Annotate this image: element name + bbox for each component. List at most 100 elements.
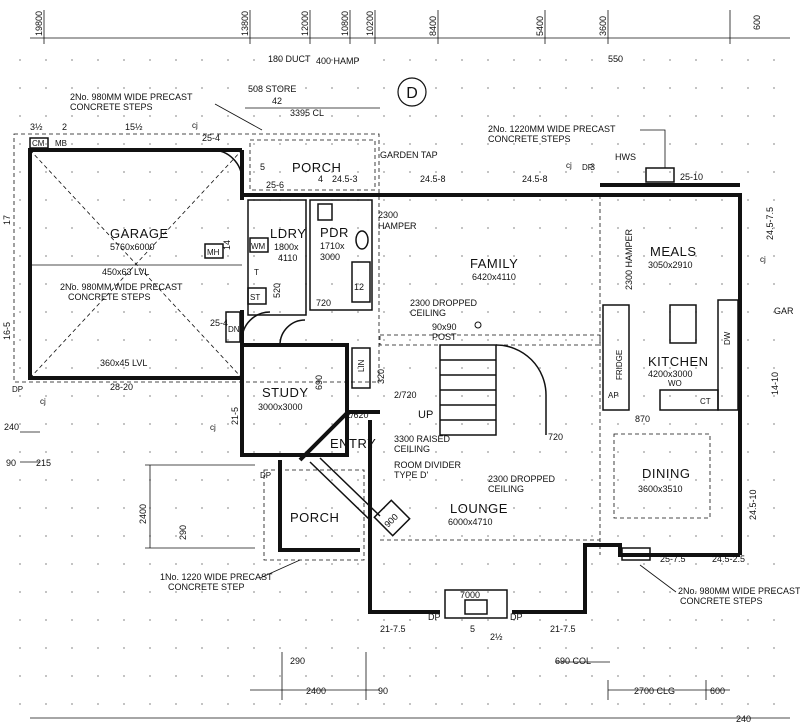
grid-dot bbox=[669, 59, 671, 61]
stairs: UP 720 2/720 bbox=[394, 344, 563, 442]
note-2575b: 25-7.5 bbox=[660, 554, 686, 564]
note-2820: 28-20 bbox=[110, 382, 133, 392]
lounge-name: LOUNGE bbox=[450, 501, 508, 516]
grid-dot bbox=[565, 563, 567, 565]
grid-dot bbox=[383, 199, 385, 201]
grid-dot bbox=[201, 395, 203, 397]
grid-dot bbox=[123, 115, 125, 117]
grid-dot bbox=[461, 199, 463, 201]
grid-dot bbox=[669, 479, 671, 481]
grid-dot bbox=[539, 199, 541, 201]
note-90b: 90 bbox=[378, 686, 388, 696]
porch-bottom-name: PORCH bbox=[290, 510, 339, 525]
grid-dot bbox=[487, 395, 489, 397]
grid-dot bbox=[253, 227, 255, 229]
grid-dot bbox=[123, 339, 125, 341]
dw-label: DW bbox=[723, 331, 732, 345]
grid-dot bbox=[149, 703, 151, 705]
gar-label: GAR bbox=[774, 306, 794, 316]
grid-dot bbox=[305, 591, 307, 593]
grid-dot bbox=[253, 619, 255, 621]
grid-dot bbox=[695, 563, 697, 565]
grid-dot bbox=[617, 339, 619, 341]
note-690col: 690 COL bbox=[555, 656, 591, 666]
grid-dot bbox=[747, 339, 749, 341]
grid-dot bbox=[97, 59, 99, 61]
grid-dot bbox=[45, 479, 47, 481]
note-1410: 14-10 bbox=[770, 372, 780, 395]
note-25: 2½ bbox=[490, 632, 503, 642]
grid-dot bbox=[747, 619, 749, 621]
grid-dot bbox=[19, 647, 21, 649]
dp-label-4: DP bbox=[260, 471, 271, 480]
note-2175b: 21-7.5 bbox=[550, 624, 576, 634]
grid-dot bbox=[383, 171, 385, 173]
grid-dot bbox=[513, 451, 515, 453]
grid-dot bbox=[19, 115, 21, 117]
grid-dot bbox=[201, 479, 203, 481]
grid-dot bbox=[175, 115, 177, 117]
grid-dot bbox=[19, 339, 21, 341]
grid-dot bbox=[45, 563, 47, 565]
grid-dot bbox=[747, 255, 749, 257]
grid-dot bbox=[383, 143, 385, 145]
grid-dot bbox=[149, 311, 151, 313]
duct-note: 180 DUCT bbox=[268, 54, 311, 64]
grid-dot bbox=[461, 507, 463, 509]
grid-dot bbox=[71, 283, 73, 285]
grid-dot bbox=[747, 59, 749, 61]
grid-dot bbox=[253, 479, 255, 481]
grid-dot bbox=[357, 311, 359, 313]
grid-dot bbox=[513, 255, 515, 257]
grid-dot bbox=[149, 115, 151, 117]
grid-dot bbox=[97, 283, 99, 285]
grid-dot bbox=[617, 703, 619, 705]
grid-dot bbox=[253, 115, 255, 117]
grid-dot bbox=[721, 675, 723, 677]
grid-dot bbox=[19, 423, 21, 425]
grid-dot bbox=[149, 143, 151, 145]
grid-dot bbox=[175, 255, 177, 257]
grid-dot bbox=[227, 87, 229, 89]
grid-dot bbox=[435, 283, 437, 285]
grid-dot bbox=[773, 479, 775, 481]
grid-dot bbox=[97, 311, 99, 313]
grid-dot bbox=[305, 423, 307, 425]
grid-dot bbox=[201, 115, 203, 117]
note-42: 42 bbox=[272, 96, 282, 106]
grid-dot bbox=[617, 143, 619, 145]
grid-dot bbox=[487, 619, 489, 621]
grid-dot bbox=[513, 423, 515, 425]
grid-dot bbox=[643, 339, 645, 341]
grid-dot bbox=[253, 675, 255, 677]
dp-label-3: DP bbox=[12, 385, 23, 394]
grid-dot bbox=[643, 367, 645, 369]
grid-dot bbox=[643, 311, 645, 313]
grid-dot bbox=[19, 367, 21, 369]
grid-dot bbox=[773, 59, 775, 61]
grid-dot bbox=[123, 619, 125, 621]
grid-dot bbox=[487, 479, 489, 481]
grid-dot bbox=[201, 647, 203, 649]
ct-label: CT bbox=[700, 397, 711, 406]
grid-dot bbox=[97, 591, 99, 593]
grid-dot bbox=[513, 339, 515, 341]
grid-dot bbox=[45, 507, 47, 509]
post-note-1: 90x90 bbox=[432, 322, 457, 332]
note-24510: 24.5-10 bbox=[748, 489, 758, 520]
grid-dot bbox=[71, 59, 73, 61]
grid-dot bbox=[773, 255, 775, 257]
porch-top-name: PORCH bbox=[292, 160, 341, 175]
grid-dot bbox=[201, 199, 203, 201]
grid-dot bbox=[383, 479, 385, 481]
grid-dot bbox=[721, 423, 723, 425]
grid-dot bbox=[175, 563, 177, 565]
grid-dot bbox=[461, 451, 463, 453]
grid-dot bbox=[409, 703, 411, 705]
grid-dot bbox=[201, 619, 203, 621]
grid-dot bbox=[513, 563, 515, 565]
note-5b: 5 bbox=[260, 162, 265, 172]
grid-dot bbox=[695, 283, 697, 285]
grid-dot bbox=[565, 59, 567, 61]
grid-dot bbox=[71, 199, 73, 201]
